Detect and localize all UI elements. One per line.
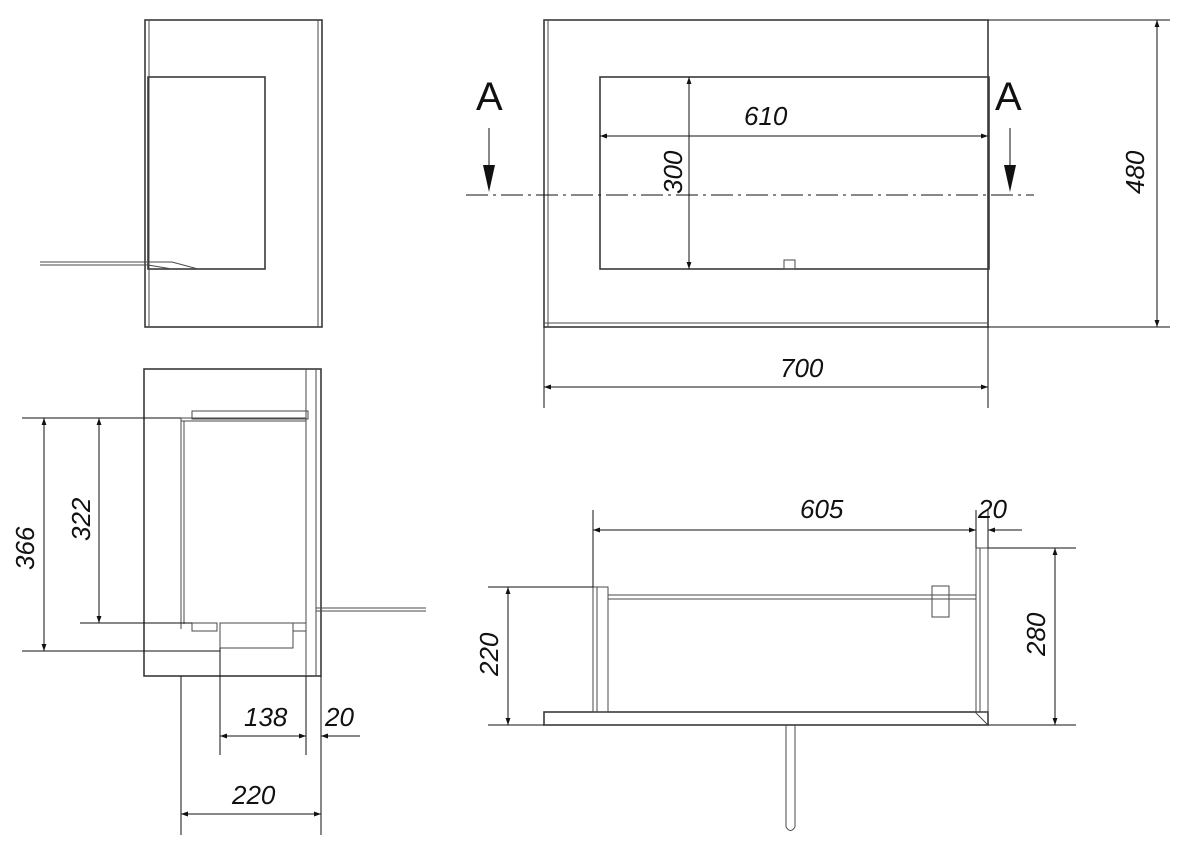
overall-height-label: 480 bbox=[1120, 150, 1150, 194]
section-marker-right: A bbox=[995, 75, 1022, 119]
overall-width-label: 700 bbox=[780, 353, 824, 383]
opening-height-label: 300 bbox=[658, 150, 688, 194]
section-outer-height-label: 366 bbox=[10, 526, 40, 570]
front-view: A A 610 300 480 700 bbox=[466, 19, 1170, 408]
section-view: 366 322 138 20 220 bbox=[10, 368, 426, 835]
insert-width-label: 605 bbox=[800, 494, 844, 524]
bottom-height-label: 280 bbox=[1021, 612, 1051, 657]
section-wall-label: 20 bbox=[324, 702, 354, 732]
opening-width-label: 610 bbox=[744, 101, 788, 131]
bottom-wall-label: 20 bbox=[977, 494, 1007, 524]
insert-height-label: 220 bbox=[474, 632, 504, 677]
side-elevation-view bbox=[40, 19, 323, 328]
section-inner-height-label: 322 bbox=[66, 497, 96, 541]
bottom-view: 605 20 280 220 bbox=[474, 494, 1076, 831]
section-total-depth-label: 220 bbox=[231, 780, 276, 810]
burner-depth-label: 138 bbox=[244, 702, 288, 732]
section-marker-left: A bbox=[476, 75, 503, 119]
